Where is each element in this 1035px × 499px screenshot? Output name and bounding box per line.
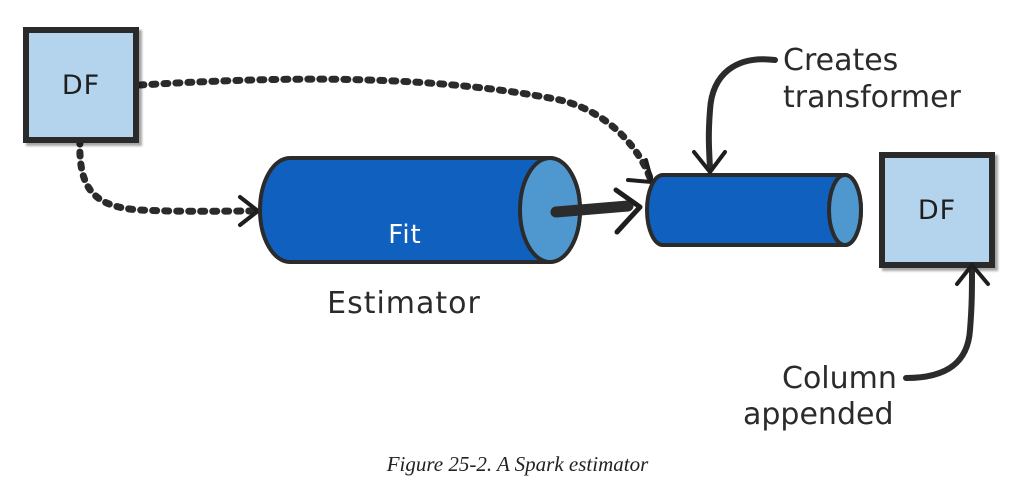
figure-caption: Figure 25-2. A Spark estimator <box>386 452 649 476</box>
column-appended-arrowhead <box>955 263 990 286</box>
note-column: Column <box>782 361 897 396</box>
creates-transformer-pointer <box>705 56 778 171</box>
output-df-label: DF <box>918 195 956 226</box>
arrowhead-to-estimator <box>238 195 260 227</box>
note-appended: appended <box>743 397 893 432</box>
input-df-box: DF <box>23 27 139 143</box>
output-df-box: DF <box>879 152 995 268</box>
estimator-diagram: DF Fit Estimator DF Creates transformer … <box>23 27 995 432</box>
note-creates: Creates <box>783 43 898 78</box>
column-appended-pointer <box>903 265 975 381</box>
estimator-label: Estimator <box>327 286 481 321</box>
estimator-fit-label: Fit <box>388 220 421 250</box>
creates-transformer-arrowhead <box>692 150 727 174</box>
estimator-to-transformer-arrow <box>550 200 634 218</box>
estimator-cylinder: Fit <box>258 156 582 264</box>
dotted-flow-to-transformer <box>136 75 654 182</box>
transformer-cylinder <box>645 173 863 247</box>
note-transformer: transformer <box>783 80 962 115</box>
input-df-label: DF <box>62 70 100 101</box>
dotted-flow-to-estimator <box>76 136 260 215</box>
arrowhead-transformer <box>613 187 643 235</box>
